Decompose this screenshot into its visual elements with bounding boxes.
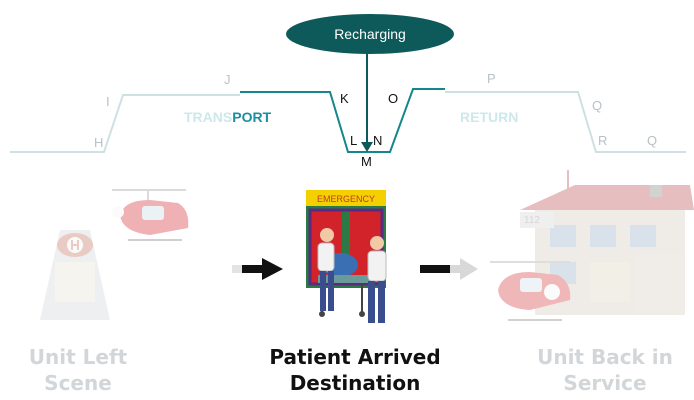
stage-right-line2: Service [563, 371, 647, 395]
unit-back-in-service-icon [490, 170, 694, 321]
stage-left-line1: Unit Left [28, 345, 128, 369]
stage-center-caption: Patient Arrived Destination [255, 344, 455, 396]
point-j-label: J [224, 72, 231, 87]
point-h-label: H [94, 135, 104, 150]
phase-return-label: RETURN [460, 109, 519, 125]
point-q-upper-label: Q [592, 98, 603, 113]
stage-center-line2: Destination [289, 371, 421, 395]
point-l-label: L [350, 133, 358, 148]
recharging-ellipse [286, 14, 454, 54]
phase-transport-faded: TRANS [184, 109, 233, 125]
stage-right-line1: Unit Back in [537, 345, 673, 369]
point-o-label: O [388, 91, 399, 106]
flow-arrow-right [420, 258, 478, 280]
recharging-arrow-head [361, 142, 373, 152]
emergency-sign-text: EMERGENCY [317, 194, 375, 204]
stage-right-caption: Unit Back in Service [520, 344, 690, 396]
timeline-line-faded-left [10, 94, 240, 153]
flow-arrow-left [232, 258, 283, 280]
point-i-label: I [106, 94, 110, 109]
unit-left-scene-icon [40, 189, 189, 320]
patient-arrived-icon: EMERGENCY [306, 190, 387, 323]
recharging-label: Recharging [334, 26, 406, 42]
point-k-label: K [340, 91, 349, 106]
stage-left-caption: Unit Left Scene [8, 344, 148, 396]
phase-transport-label: TRANSPORT [184, 109, 271, 125]
stage-center-line1: Patient Arrived [269, 345, 441, 369]
point-n-label: N [373, 133, 383, 148]
point-m-label: M [361, 154, 372, 169]
timeline-line-active [240, 88, 445, 153]
point-p-label: P [487, 71, 496, 86]
phase-transport-bold: PORT [232, 109, 272, 125]
point-r-label: R [598, 133, 608, 148]
timeline-line-faded-right [445, 91, 686, 153]
point-q-lower-label: Q [647, 133, 658, 148]
hospital-sign-text: 112 [524, 215, 540, 226]
stage-left-line2: Scene [44, 371, 112, 395]
